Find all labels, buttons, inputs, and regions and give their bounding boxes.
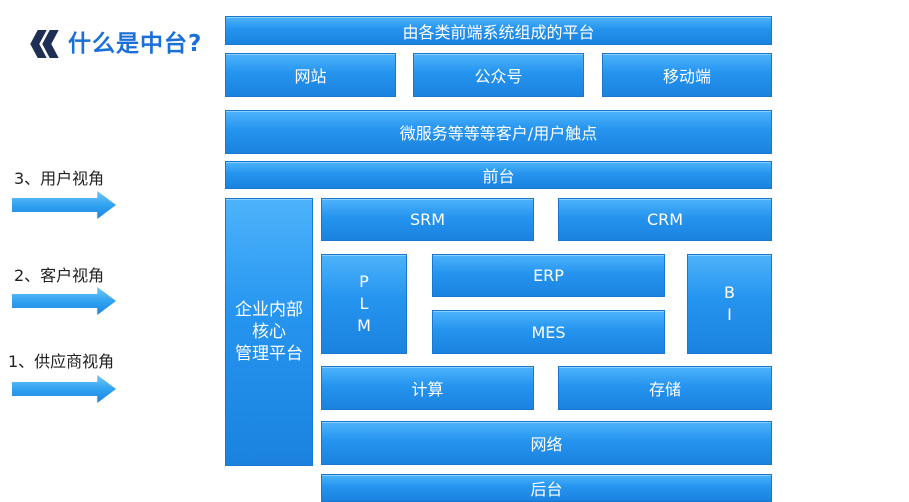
user-perspective-label: 3、用户视角: [14, 169, 105, 188]
core-platform-line-2: 核心: [252, 322, 286, 342]
user-perspective-arrow-icon: [12, 191, 116, 219]
network-layer: 网络: [321, 421, 772, 465]
channel-website: 网站: [225, 53, 396, 97]
page-title: 什么是中台?: [68, 31, 203, 57]
plm-letter-l: L: [359, 294, 369, 313]
plm-letter-m: M: [357, 316, 371, 335]
frontend-platform-banner: 由各类前端系统组成的平台: [225, 16, 772, 45]
channel-mobile: 移动端: [602, 53, 772, 97]
storage-layer: 存储: [558, 366, 772, 410]
touchpoints-layer: 微服务等等等客户/用户触点: [225, 110, 772, 154]
bi-letter-b: B: [724, 283, 735, 302]
srm-module: SRM: [321, 198, 534, 241]
plm-letter-p: P: [359, 272, 369, 291]
supplier-perspective-arrow-icon: [12, 375, 116, 403]
supplier-perspective-label: 1、供应商视角: [8, 352, 115, 371]
crm-module: CRM: [558, 198, 772, 241]
compute-layer: 计算: [321, 366, 534, 410]
mes-module: MES: [432, 310, 665, 354]
erp-module: ERP: [432, 254, 665, 297]
channel-official-account: 公众号: [413, 53, 584, 97]
customer-perspective-label: 2、客户视角: [14, 266, 105, 285]
core-platform-line-1: 企业内部: [235, 300, 303, 320]
bi-module: B I: [687, 254, 772, 354]
back-office-layer: 后台: [321, 474, 772, 502]
bi-letter-i: I: [727, 305, 732, 324]
core-platform-line-3: 管理平台: [235, 344, 303, 364]
customer-perspective-arrow-icon: [12, 287, 116, 315]
front-office-layer: 前台: [225, 161, 772, 189]
plm-module: P L M: [321, 254, 407, 354]
core-management-platform: 企业内部 核心 管理平台: [225, 198, 313, 466]
